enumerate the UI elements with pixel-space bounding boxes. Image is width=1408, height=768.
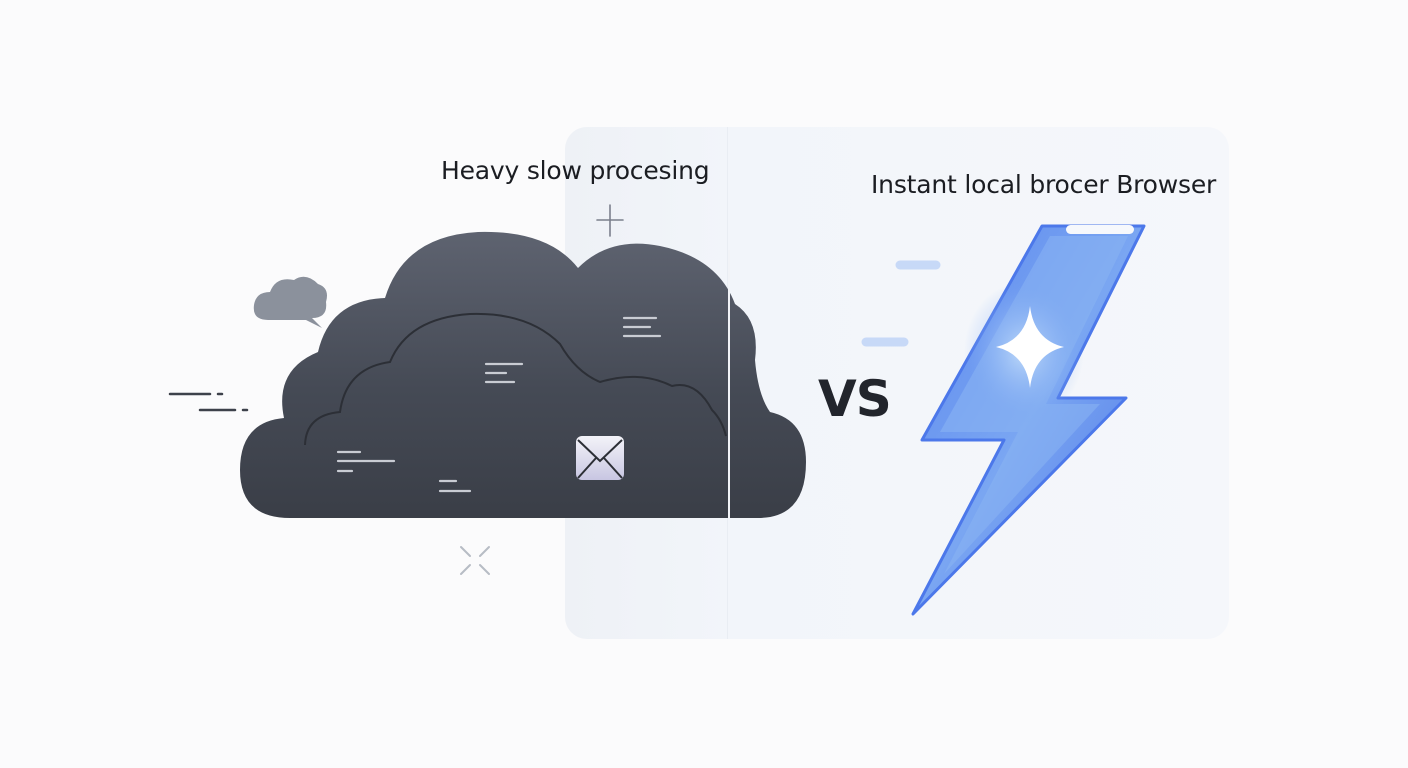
speed-lines-icon: [861, 260, 1009, 347]
sparkle-plus-icon: [596, 204, 624, 237]
envelope-icon: [576, 436, 624, 480]
speech-cloud-icon: [253, 276, 327, 328]
collapse-arrows-icon: [460, 546, 490, 575]
speed-lines-icon: [168, 392, 249, 412]
left-title: Heavy slow procesing: [441, 156, 710, 185]
cloud-text-lines: [336, 316, 662, 493]
lightning-bolt-icon: [911, 224, 1146, 616]
sparkle-icon: [996, 306, 1064, 388]
cloud-icon: [240, 231, 806, 518]
vs-label: VS: [818, 370, 892, 428]
right-title: Instant local brocer Browser: [871, 170, 1217, 199]
